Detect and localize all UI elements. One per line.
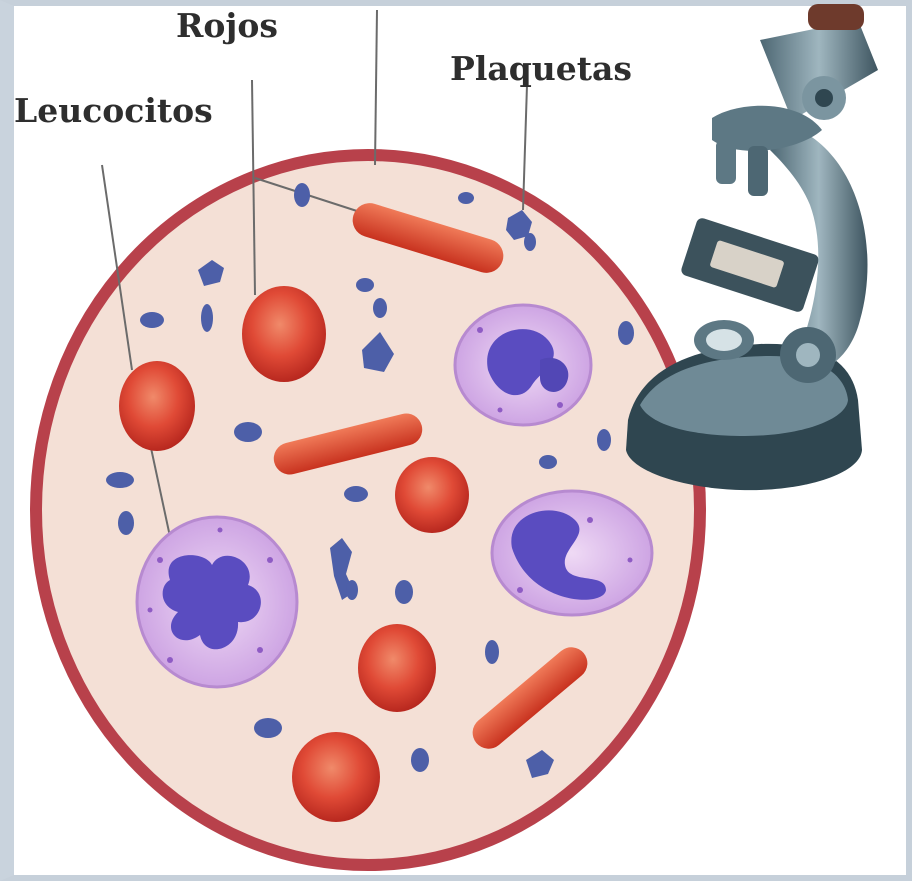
red-blood-cell [242,286,326,382]
white-blood-cell [492,491,652,615]
platelet [395,580,413,604]
platelet [373,298,387,318]
red-blood-cell [119,361,195,451]
white-blood-cell [455,305,591,425]
platelet [356,278,374,292]
platelet [618,321,634,345]
platelet [411,748,429,772]
platelet [294,183,310,207]
platelet [201,304,213,332]
microscope-icon [626,4,878,490]
platelet [597,429,611,451]
label-leucocitos: Leucocitos [14,91,213,130]
white-blood-cell [137,517,297,687]
platelet [539,455,557,469]
platelet [346,580,358,600]
platelet [485,640,499,664]
platelet [140,312,164,328]
platelet [254,718,282,738]
platelet [234,422,262,442]
platelet [458,192,474,204]
platelet [524,233,536,251]
platelet [344,486,368,502]
red-blood-cell [292,732,380,822]
red-blood-cell [358,624,436,712]
label-plaquetas: Plaquetas [450,49,632,88]
platelet [106,472,134,488]
platelet [118,511,134,535]
label-rojos: Rojos [176,6,278,45]
red-blood-cell [395,457,469,533]
